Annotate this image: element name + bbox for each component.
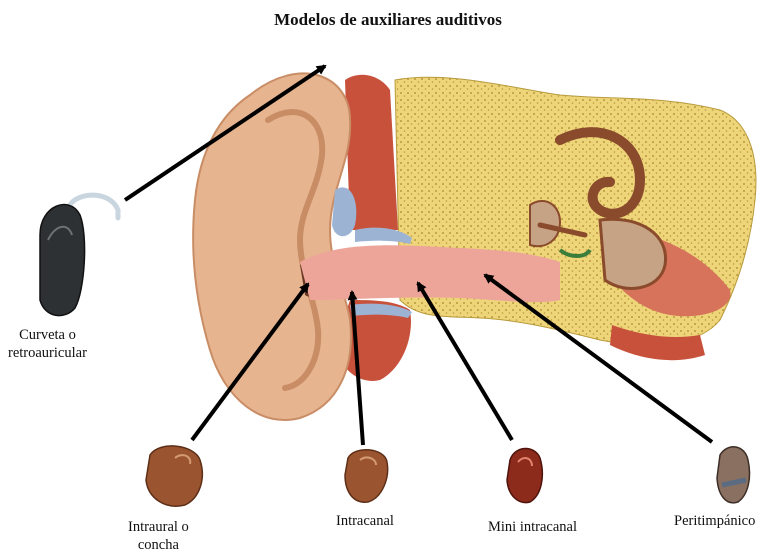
label-ite-line-1: Intraural o bbox=[128, 518, 189, 536]
outer-ear-pinna bbox=[193, 73, 351, 420]
completely-in-canal-device bbox=[717, 447, 750, 503]
behind-the-ear-device bbox=[40, 195, 118, 315]
mini-canal-device bbox=[507, 448, 542, 502]
label-ite: Intraural o concha bbox=[128, 518, 189, 554]
label-bte-line-2: retroauricular bbox=[8, 344, 87, 362]
label-cic: Peritimpánico bbox=[674, 512, 755, 530]
label-mini: Mini intracanal bbox=[488, 518, 577, 536]
label-itc-line-1: Intracanal bbox=[336, 512, 394, 530]
label-bte: Curveta o retroauricular bbox=[8, 326, 87, 362]
label-ite-line-2: concha bbox=[128, 536, 189, 554]
in-the-canal-device bbox=[345, 450, 388, 502]
label-bte-line-1: Curveta o bbox=[8, 326, 87, 344]
label-mini-line-1: Mini intracanal bbox=[488, 518, 577, 536]
in-the-ear-device bbox=[146, 446, 202, 506]
label-itc: Intracanal bbox=[336, 512, 394, 530]
label-cic-line-1: Peritimpánico bbox=[674, 512, 755, 530]
